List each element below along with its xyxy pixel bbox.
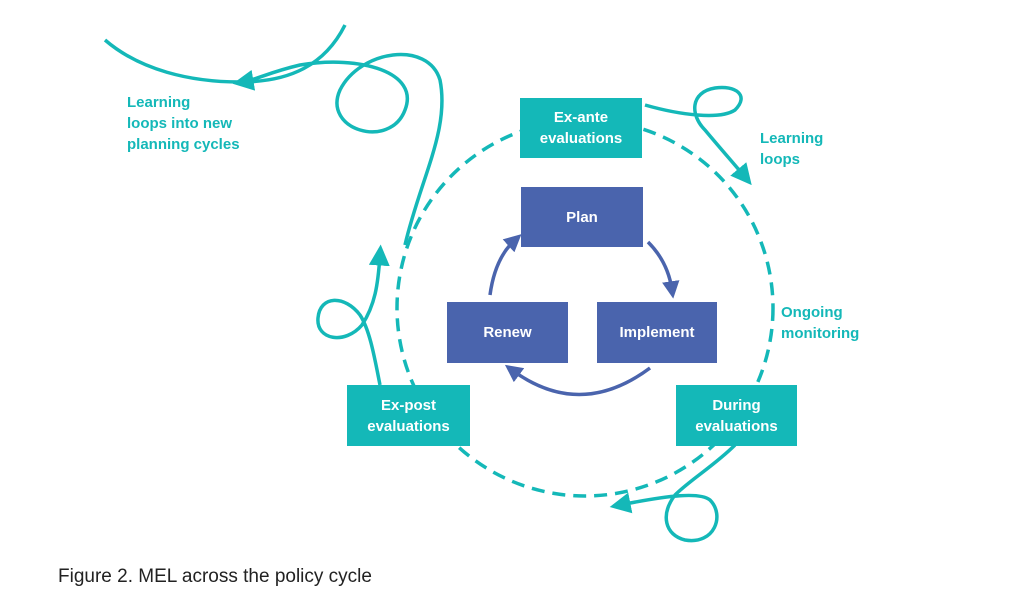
ex-ante-line-1: Ex-ante [553, 109, 609, 126]
learning-loop-new-cycles-arrow [232, 52, 444, 246]
renew-to-plan-arrow [488, 234, 522, 296]
learning-loops-line-2: loops [760, 151, 800, 168]
ongoing-line-1: Ongoing [781, 304, 843, 321]
learning-loops-label: Learning loops [760, 128, 823, 170]
implement-label: Implement [619, 324, 695, 341]
learning-loops-line-1: Learning [760, 130, 824, 147]
learning-new-line-1: Learning [127, 94, 191, 111]
plan-label: Plan [566, 208, 598, 226]
plan-to-implement-arrow [646, 240, 680, 299]
learning-loops-new-cycles-label: Learning loops into new planning cycles [127, 92, 240, 155]
ex-post-line-2: evaluations [367, 417, 450, 435]
ongoing-line-2: monitoring [781, 325, 860, 342]
ex-post-line-1: Ex-post [380, 396, 436, 414]
during-learning-loop-arrow [609, 443, 737, 543]
renew-label: Renew [483, 324, 532, 341]
learning-loop-tail [103, 24, 347, 84]
figure-caption: Figure 2. MEL across the policy cycle [58, 566, 372, 587]
ex-ante-evaluations-box: Ex-ante evaluations [520, 98, 642, 158]
renew-box: Renew [447, 302, 568, 363]
during-line-1: During [712, 396, 761, 414]
plan-box: Plan [521, 187, 643, 247]
ex-post-evaluations-box: Ex-post evaluations [347, 385, 470, 446]
implement-box: Implement [597, 302, 717, 363]
learning-new-line-2: loops into new [127, 115, 232, 132]
ex-post-learning-loop-arrow [316, 244, 390, 386]
ex-ante-line-2: evaluations [539, 130, 623, 147]
during-line-2: evaluations [695, 417, 778, 435]
ongoing-monitoring-label: Ongoing monitoring [781, 302, 859, 344]
during-evaluations-box: During evaluations [676, 385, 797, 446]
learning-loops-arrow [644, 85, 752, 186]
implement-to-renew-arrow [504, 364, 652, 397]
learning-new-line-3: planning cycles [127, 136, 240, 153]
